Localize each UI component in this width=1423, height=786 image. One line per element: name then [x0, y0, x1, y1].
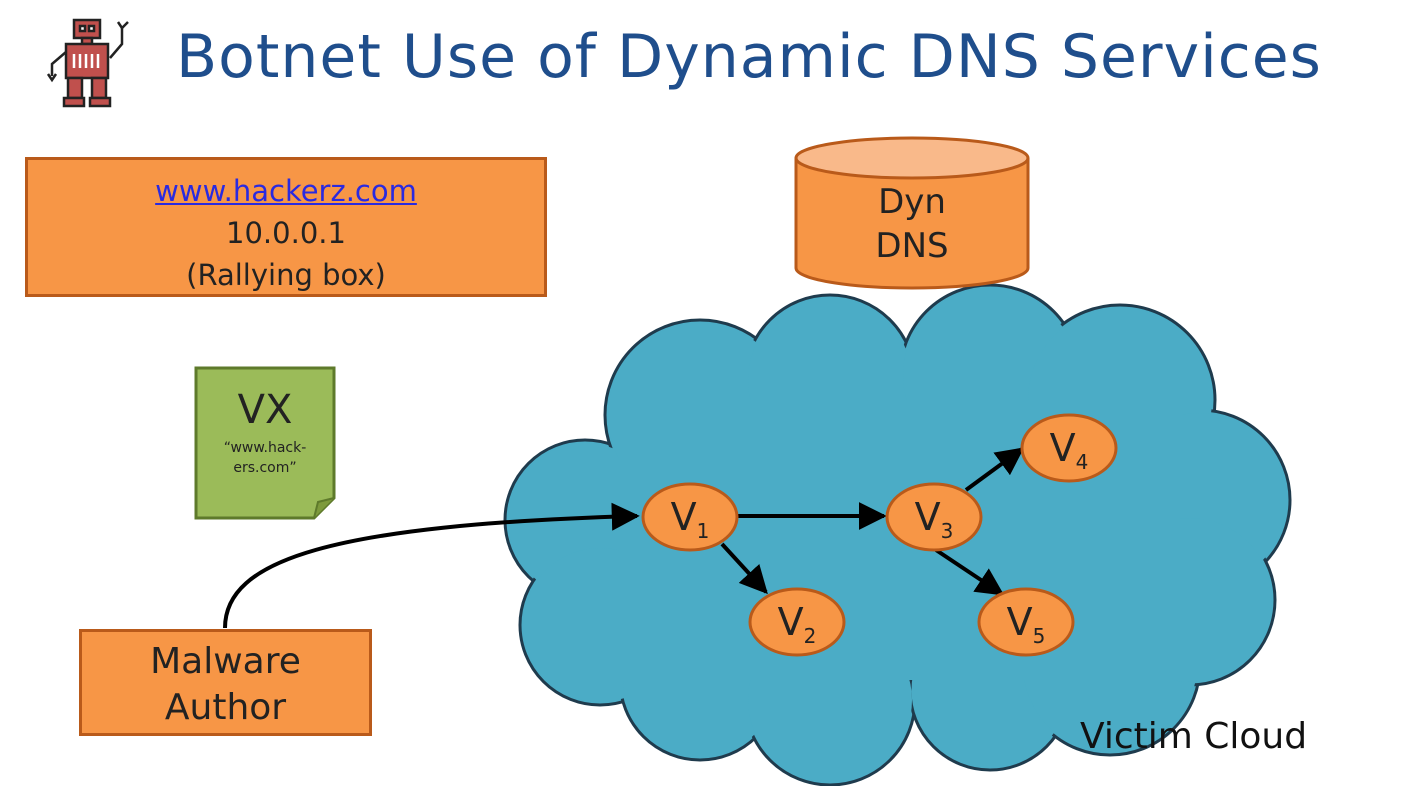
malware-author-line2: Author — [164, 687, 287, 728]
node-v1-shape — [641, 482, 739, 552]
vx-note: VX “www.hack- ers.com” — [194, 366, 336, 520]
node-v5-label: V5 — [976, 602, 1076, 656]
node-v3-letter: V — [914, 495, 941, 539]
vx-note-title: VX — [237, 387, 293, 433]
node-v1-index: 1 — [696, 519, 710, 543]
node-v4-letter: V — [1049, 426, 1076, 470]
victim-cloud-label: Victim Cloud — [1080, 716, 1308, 757]
vx-note-text: “www.hack- ers.com” — [194, 438, 336, 478]
robot-icon — [46, 18, 129, 108]
hackerz-link[interactable]: www.hackerz.com — [155, 174, 417, 208]
page-title: Botnet Use of Dynamic DNS Services — [176, 22, 1322, 92]
victim-cloud-shape — [503, 283, 1292, 786]
node-v2-label: V2 — [747, 602, 847, 656]
vx-note-line2: ers.com” — [233, 460, 297, 476]
rallying-box: www.hackerz.com 10.0.0.1 (Rallying box) — [25, 157, 547, 297]
node-v4-index: 4 — [1075, 450, 1089, 474]
malware-author-line1: Malware — [150, 641, 301, 682]
node-v3-label: V3 — [884, 497, 984, 551]
rallying-box-label: (Rallying box) — [186, 258, 386, 292]
dyn-dns-cylinder — [794, 136, 1030, 290]
node-v5-letter: V — [1006, 600, 1033, 644]
dyn-dns-line2: DNS — [875, 226, 949, 266]
node-v1-label: V1 — [640, 497, 740, 551]
node-v4-label: V4 — [1019, 428, 1119, 482]
dyn-dns-line1: Dyn — [878, 182, 946, 222]
node-v1-letter: V — [670, 495, 697, 539]
node-v5-shape — [977, 587, 1075, 657]
vx-note-line1: “www.hack- — [223, 440, 307, 456]
node-v4-shape — [1020, 413, 1118, 483]
node-v5-index: 5 — [1032, 624, 1046, 648]
arrow-v3-to-v4 — [964, 447, 1025, 492]
rallying-box-ip: 10.0.0.1 — [226, 216, 346, 250]
arrow-v1-to-v2 — [720, 542, 768, 595]
node-v2-index: 2 — [803, 624, 817, 648]
node-v2-letter: V — [777, 600, 804, 644]
node-v3-shape — [885, 482, 983, 552]
dyn-dns-label: Dyn DNS — [796, 180, 1028, 268]
node-v3-index: 3 — [940, 519, 954, 543]
malware-author-box: Malware Author — [79, 629, 372, 736]
vx-note-shape — [194, 366, 336, 520]
arrow-v3-to-v5 — [934, 548, 1005, 596]
node-v2-shape — [748, 587, 846, 657]
arrow-author-to-v1 — [223, 502, 640, 629]
